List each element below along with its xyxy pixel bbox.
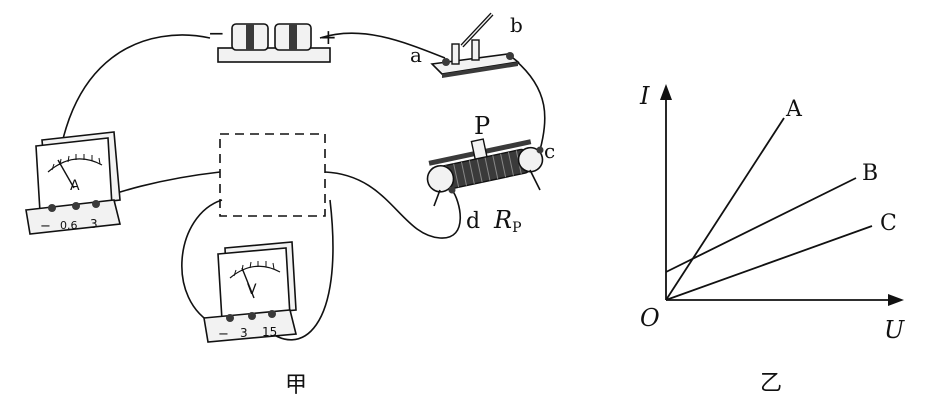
switch-screw-b [506,52,514,60]
voltmeter-label-high: 15 [262,325,277,339]
battery-minus-sign: − [208,21,225,45]
rheostat-symbol-sub: P [512,220,521,236]
terminal-label-b: b [510,13,523,37]
battery-band-right [289,24,297,50]
wire-voltmeter-to-box [264,199,334,341]
graph-line-label-b: B [862,161,878,186]
graph-line-c [665,225,873,301]
battery-base [217,47,331,63]
terminal-label-d: d [466,209,480,234]
ammeter-terminal-minus [48,204,56,212]
voltmeter-terminal-mid [248,312,256,320]
graph-x-arrowhead [888,294,904,306]
switch-screw-a [442,58,450,66]
voltmeter-terminal-minus [226,314,234,322]
graph-line-a [665,117,785,301]
slider-label-p: P [474,112,490,140]
voltmeter-letter: V [247,282,257,298]
rheostat-symbol-r: R [493,206,512,234]
ammeter-terminal-mid [72,202,80,210]
rheostat-leg-right [529,169,541,191]
ammeter-label-minus: − [40,219,51,234]
voltmeter-label-mid: 3 [240,326,248,340]
knife-switch: a b [410,12,523,78]
ammeter: A − 0.6 3 [25,131,121,235]
graph-y-label: I [639,82,650,110]
voltmeter-terminal-high [268,310,276,318]
graph-line-label-c: C [880,211,897,236]
wire-box-to-rheostat [324,171,462,239]
rheostat-end-right [517,146,544,173]
rheostat-slider [470,138,488,160]
voltmeter: V − 3 15 [203,241,298,343]
circuit-wires [54,32,546,341]
wire-box-to-voltmeter [181,199,223,326]
battery-plus-sign: + [320,25,337,49]
voltmeter-needle [241,267,255,299]
rheostat: P c d RP [426,112,555,236]
terminal-label-c: c [544,139,555,163]
wire-switch-to-rheostat [514,59,546,151]
switch-blade-highlight [461,13,493,47]
graph-caption: 乙 [760,371,782,396]
ammeter-letter: A [70,178,80,194]
graph-y-arrowhead [660,84,672,100]
ammeter-label-mid: 0.6 [60,219,78,232]
ammeter-label-high: 3 [90,217,98,231]
graph-line-label-a: A [785,97,803,122]
graph-line-b [665,177,857,273]
voltmeter-label-minus: − [218,327,229,342]
unknown-element-box [219,133,326,217]
ammeter-needle [57,159,75,189]
iu-graph: I U O A B C 乙 [639,82,905,396]
circuit-caption: 甲 [285,373,307,398]
rheostat-leg-left [433,189,441,207]
graph-origin-label: O [640,304,660,332]
terminal-label-a: a [410,43,422,67]
battery-band-left [246,24,254,50]
switch-post-left [451,43,460,65]
switch-base-side [442,62,518,78]
graph-x-label: U [884,316,905,344]
rheostat-end-left [426,164,455,193]
ammeter-terminal-high [92,200,100,208]
battery: − + [208,21,337,63]
terminal-c-screw [536,146,544,154]
switch-post-right [471,39,480,61]
terminal-d-screw [448,186,456,194]
rheostat-symbol: RP [493,206,522,236]
wire-battery-to-switch [319,32,446,59]
